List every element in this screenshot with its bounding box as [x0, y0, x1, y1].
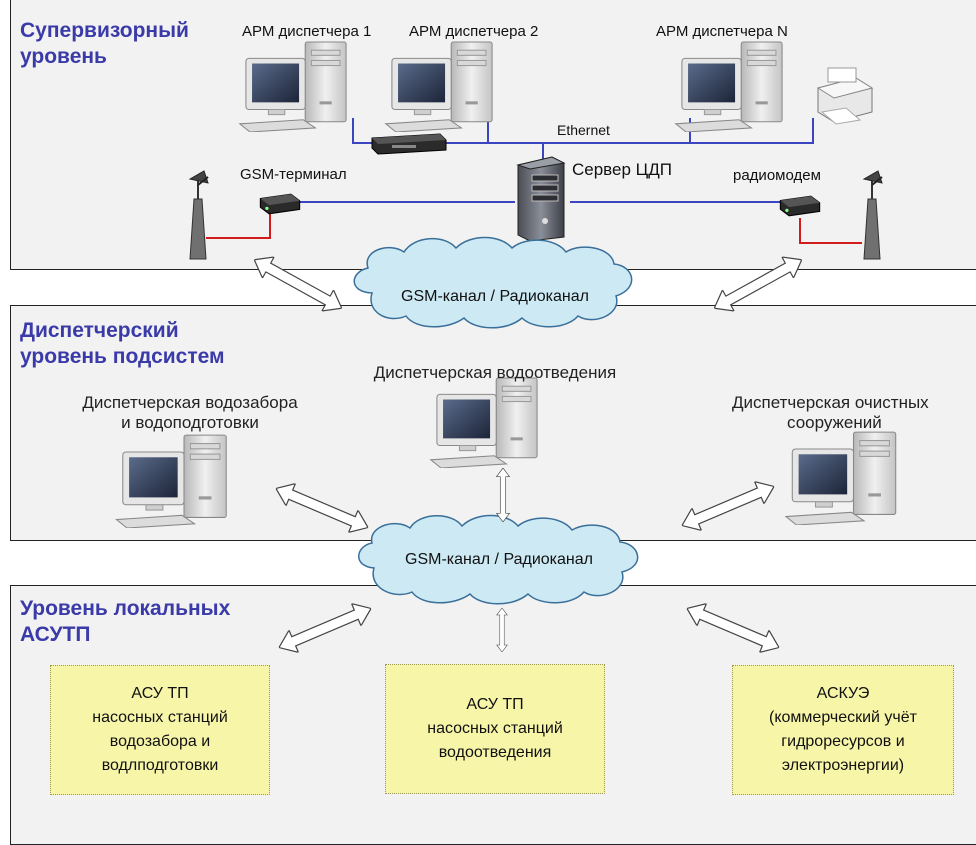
local-title-line2: АСУТП: [20, 623, 91, 646]
dispatch-water-intake-line2: и водоподготовки: [121, 413, 259, 432]
supervisory-level-panel: [10, 0, 976, 270]
local-box-wastewater: АСУ ТП насосных станций водоотведения: [385, 664, 605, 794]
server-label: Сервер ЦДП: [572, 160, 672, 179]
dispatch-title-line1: Диспетчерский: [20, 319, 179, 342]
dispatch-water-intake-label: Диспетчерская водозабора и водоподготовк…: [30, 393, 350, 433]
antenna-tower-right-icon: [862, 169, 884, 261]
radio-link: [570, 201, 862, 244]
arrow-low-right: [682, 597, 784, 659]
workstation-2-label: АРМ диспетчера 2: [409, 23, 539, 40]
box3-line1: АСКУЭ: [816, 685, 870, 702]
box3-line3: гидроресурсов и: [781, 733, 905, 750]
arrow-low-center: [496, 608, 508, 652]
server-tower-icon: [517, 156, 565, 241]
box1-line1: АСУ ТП: [131, 685, 189, 702]
dispatch-treatment-pc-icon: [785, 431, 897, 525]
box1-line2: насосных станций: [92, 709, 228, 726]
local-level-title: Уровень локальных АСУТП: [20, 596, 230, 648]
box2-line2: насосных станций: [427, 720, 563, 737]
dispatch-title-line2: уровень подсистем: [20, 345, 225, 368]
arrow-low-left: [274, 597, 376, 659]
box1-line4: водлподготовки: [101, 757, 219, 774]
workstation-1-label: АРМ диспетчера 1: [242, 23, 372, 40]
arrow-upper-left: [248, 249, 348, 319]
workstation-n-label: АРМ диспетчера N: [656, 23, 788, 40]
supervisory-level-title: Супервизорный уровень: [20, 18, 189, 70]
local-box-askue: АСКУЭ (коммерческий учёт гидроресурсов и…: [732, 665, 954, 795]
channel-lower-label: GSM-канал / Радиоканал: [405, 551, 593, 568]
box3-line4: электроэнергии): [781, 757, 905, 774]
dispatch-level-title: Диспетчерский уровень подсистем: [20, 318, 225, 370]
box1-line3: водозабора и: [109, 733, 211, 750]
channel-upper-cloud: [353, 236, 633, 329]
arrow-upper-right: [708, 249, 808, 319]
channel-upper-label: GSM-канал / Радиоканал: [401, 288, 589, 305]
local-box-water-intake: АСУ ТП насосных станций водозабора и вод…: [50, 665, 270, 795]
dispatch-water-intake-line1: Диспетчерская водозабора: [82, 393, 298, 412]
dispatch-wastewater-pc-icon: [430, 377, 538, 468]
diagram-graphics: [115, 41, 897, 659]
ethernet-label: Ethernet: [557, 122, 610, 138]
supervisory-title-line1: Супервизорный: [20, 19, 189, 42]
workstation-1-pc-icon: [239, 41, 347, 132]
dispatch-wastewater-label: Диспетчерская водоотведения: [373, 363, 617, 382]
gsm-terminal-icon: [259, 193, 301, 215]
supervisory-title-line2: уровень: [20, 45, 107, 68]
arrow-mid-center: [495, 468, 511, 522]
dispatch-treatment-line1: Диспетчерская очистных: [732, 393, 929, 412]
dispatch-treatment-line2: сооружений: [787, 413, 882, 432]
arrow-mid-right: [677, 475, 779, 537]
gsm-link: [206, 201, 515, 239]
dispatch-water-intake-pc-icon: [115, 434, 227, 528]
radiomodem-label: радиомодем: [733, 167, 821, 184]
box3-line2: (коммерческий учёт: [769, 709, 917, 726]
workstation-2-pc-icon: [385, 41, 493, 132]
antenna-tower-left-icon: [188, 169, 210, 261]
local-title-line1: Уровень локальных: [20, 597, 231, 620]
box2-line1: АСУ ТП: [466, 696, 524, 713]
dispatch-treatment-label: Диспетчерская очистных сооружений: [732, 393, 976, 433]
box2-line3: водоотведения: [438, 744, 552, 761]
arrow-mid-left: [271, 477, 373, 539]
workstation-n-pc-icon: [675, 41, 783, 132]
printer-icon: [816, 67, 874, 125]
channel-lower-cloud: [358, 514, 639, 605]
radiomodem-icon: [779, 195, 821, 217]
network-switch-icon: [371, 133, 447, 155]
gsm-terminal-label: GSM-терминал: [240, 166, 347, 183]
